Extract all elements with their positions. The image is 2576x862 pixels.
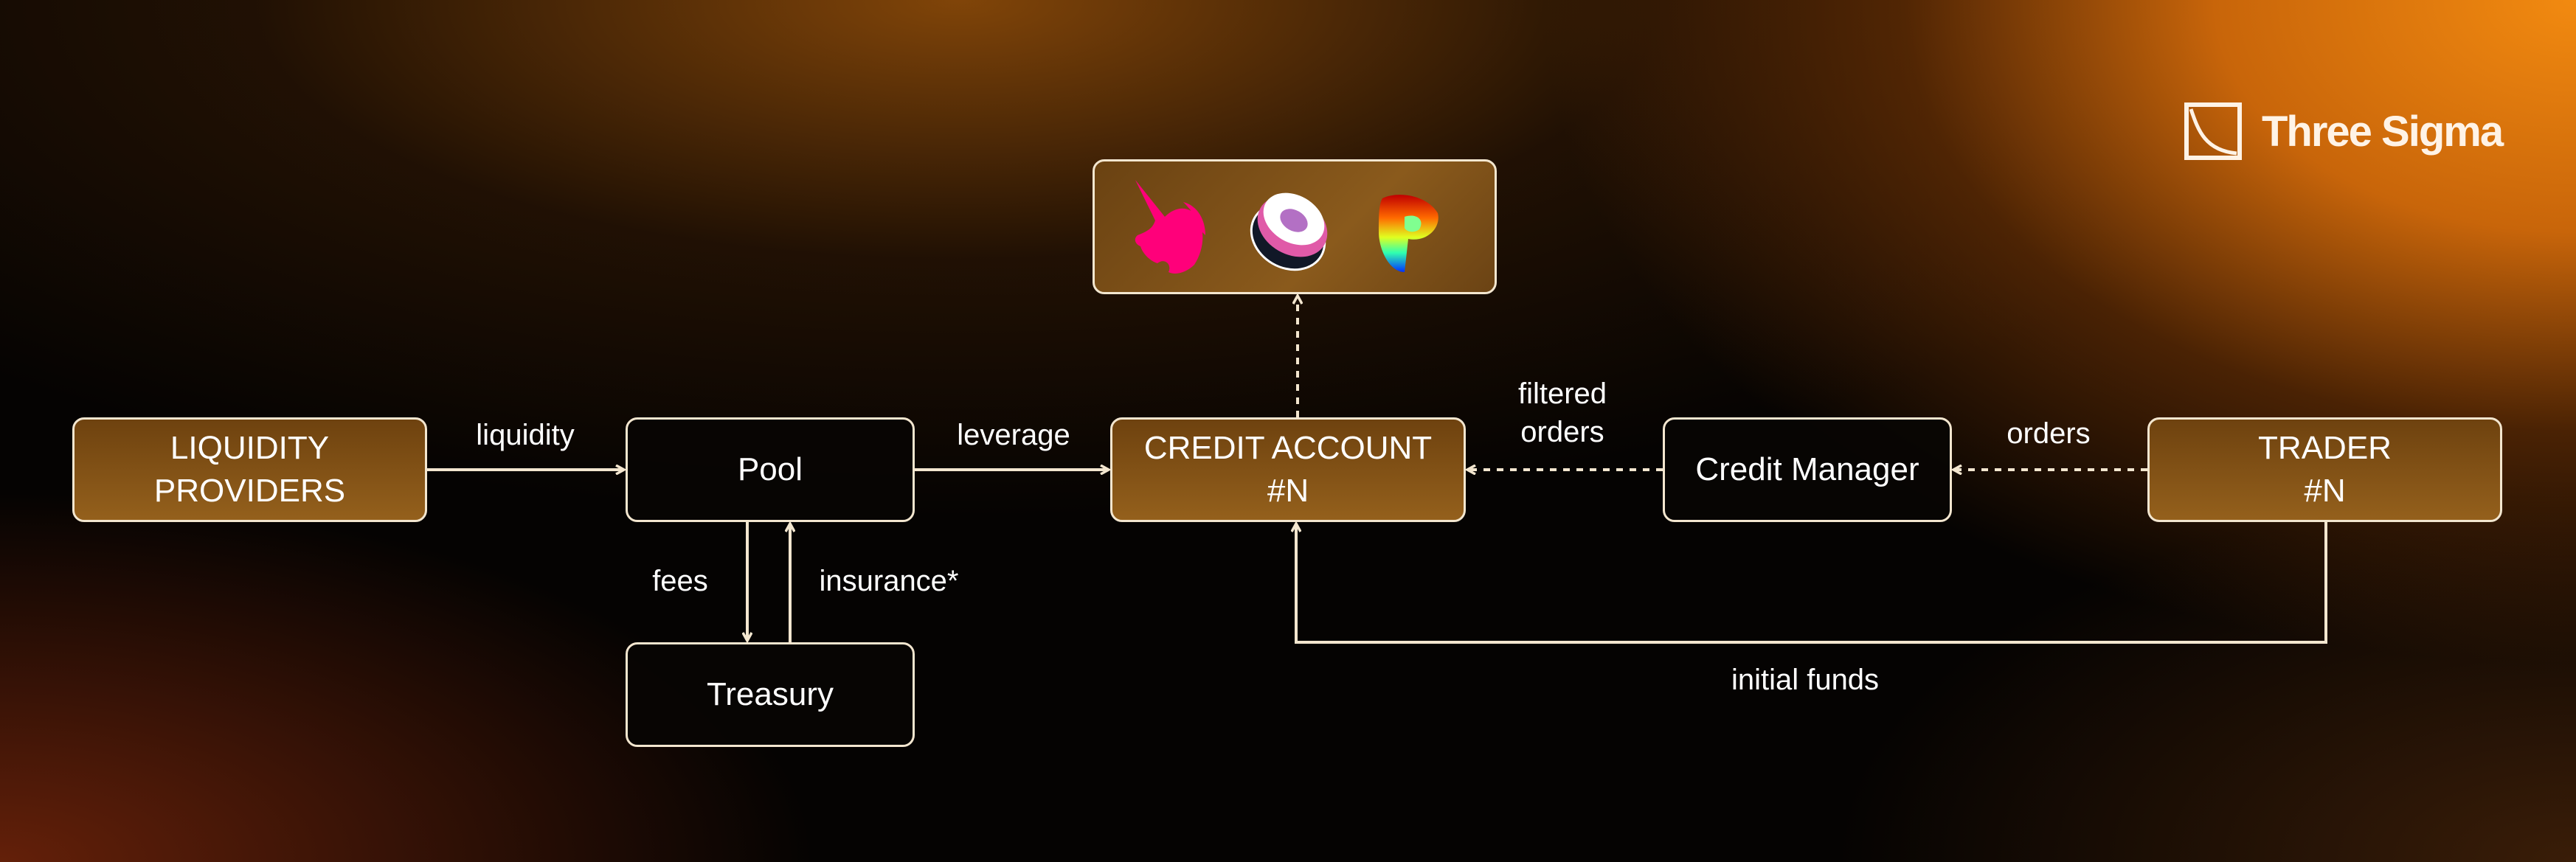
three-sigma-logo-icon <box>2184 102 2242 160</box>
node-label: Credit Manager <box>1695 451 1919 487</box>
initial-funds-label: initial funds <box>1731 664 1880 696</box>
treasury-node: Treasury <box>626 642 915 747</box>
node-label: Pool <box>737 451 803 487</box>
fees-label: fees <box>652 565 708 597</box>
credit-manager-node: Credit Manager <box>1663 417 1952 522</box>
brand-name: Three Sigma <box>2262 107 2504 156</box>
filtered-orders-line2: orders <box>1520 416 1604 448</box>
liquidity-providers-node: LIQUIDITY PROVIDERS <box>72 417 427 522</box>
node-label: Treasury <box>707 676 834 712</box>
trader-node: TRADER #N <box>2147 417 2502 522</box>
initial-funds-arrow <box>1296 522 2327 644</box>
uniswap-icon <box>1135 180 1205 274</box>
liquidity-label: liquidity <box>476 419 575 451</box>
leverage-label: leverage <box>957 419 1070 451</box>
dex-protocols-box <box>1093 159 1497 294</box>
node-label: #N <box>1267 473 1309 509</box>
filtered-orders-label: filtered orders <box>1518 375 1607 451</box>
node-label: PROVIDERS <box>153 473 346 509</box>
orders-label: orders <box>2007 417 2091 450</box>
three-sigma-logo: Three Sigma <box>2184 102 2504 161</box>
filtered-orders-line1: filtered <box>1517 378 1607 410</box>
credit-account-node: CREDIT ACCOUNT #N <box>1110 417 1466 522</box>
curve-icon <box>1379 195 1438 272</box>
sushiswap-icon <box>1250 192 1328 271</box>
insurance-label: insurance* <box>819 565 959 597</box>
pool-node: Pool <box>626 417 915 522</box>
node-label: LIQUIDITY <box>170 430 330 466</box>
node-label: CREDIT ACCOUNT <box>1143 430 1433 466</box>
node-label: TRADER <box>2258 430 2392 466</box>
node-label: #N <box>2304 473 2346 509</box>
